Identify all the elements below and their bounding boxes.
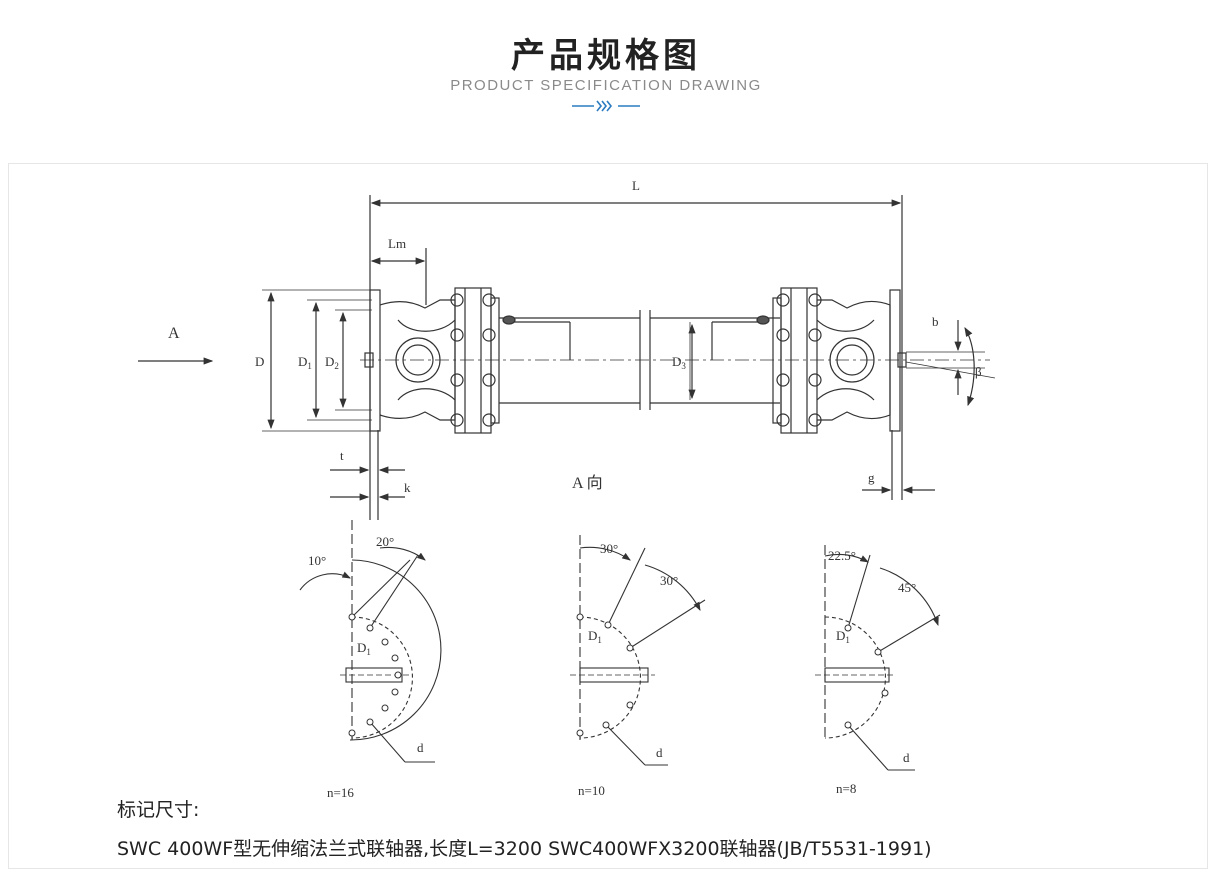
view2-bolt-label: d xyxy=(656,745,663,760)
view3-count: n=8 xyxy=(836,781,856,796)
view2-angle2: 30° xyxy=(660,573,678,588)
page-title: 产品规格图 xyxy=(511,36,701,76)
view3-angle1: 22.5° xyxy=(828,548,856,563)
view1-angle1: 10° xyxy=(308,553,326,568)
view-A-label: A 向 xyxy=(572,474,603,492)
view3-angle2: 45° xyxy=(898,580,916,595)
view2-count: n=10 xyxy=(578,783,605,798)
view2-angle1: 30° xyxy=(600,541,618,556)
view2-d1-label: D1 xyxy=(588,628,602,645)
arrow-A-label: A xyxy=(168,325,180,342)
spec-label: 标记尺寸: xyxy=(117,799,200,821)
dim-k-label: k xyxy=(404,480,411,495)
dim-D2-label: D2 xyxy=(325,354,339,371)
view1-count: n=16 xyxy=(327,785,354,800)
dim-Lm-label: Lm xyxy=(388,236,406,251)
view1-angle2: 20° xyxy=(376,534,394,549)
page-subtitle: PRODUCT SPECIFICATION DRAWING xyxy=(450,77,762,94)
view3-bolt-label: d xyxy=(903,750,910,765)
flange-view-n16: 10° 20° D1 d n=16 xyxy=(299,520,442,800)
flange-view-n10: 30° 30° D1 d n=10 xyxy=(570,535,706,798)
dim-t-label: t xyxy=(340,448,344,463)
dim-D-label: D xyxy=(255,354,264,369)
drawing-panel xyxy=(8,163,1208,869)
view3-d1-label: D1 xyxy=(836,628,850,645)
spec-description: SWC 400WF型无伸缩法兰式联轴器,长度L=3200 SWC400WFX32… xyxy=(117,838,932,860)
dim-D1-label: D1 xyxy=(298,354,312,371)
view1-bolt-label: d xyxy=(417,740,424,755)
section-header: 产品规格图 PRODUCT SPECIFICATION DRAWING xyxy=(0,0,1212,130)
chevron-divider-icon xyxy=(572,100,640,112)
dim-beta-label: β xyxy=(975,364,982,379)
dim-D3-label: D3 xyxy=(672,354,686,371)
dim-g-label: g xyxy=(868,470,875,485)
dim-L-label: L xyxy=(632,178,640,193)
dim-b-label: b xyxy=(932,314,939,329)
flange-view-n8: 22.5° 45° D1 d n=8 xyxy=(815,545,941,796)
view1-d1-label: D1 xyxy=(357,640,371,657)
